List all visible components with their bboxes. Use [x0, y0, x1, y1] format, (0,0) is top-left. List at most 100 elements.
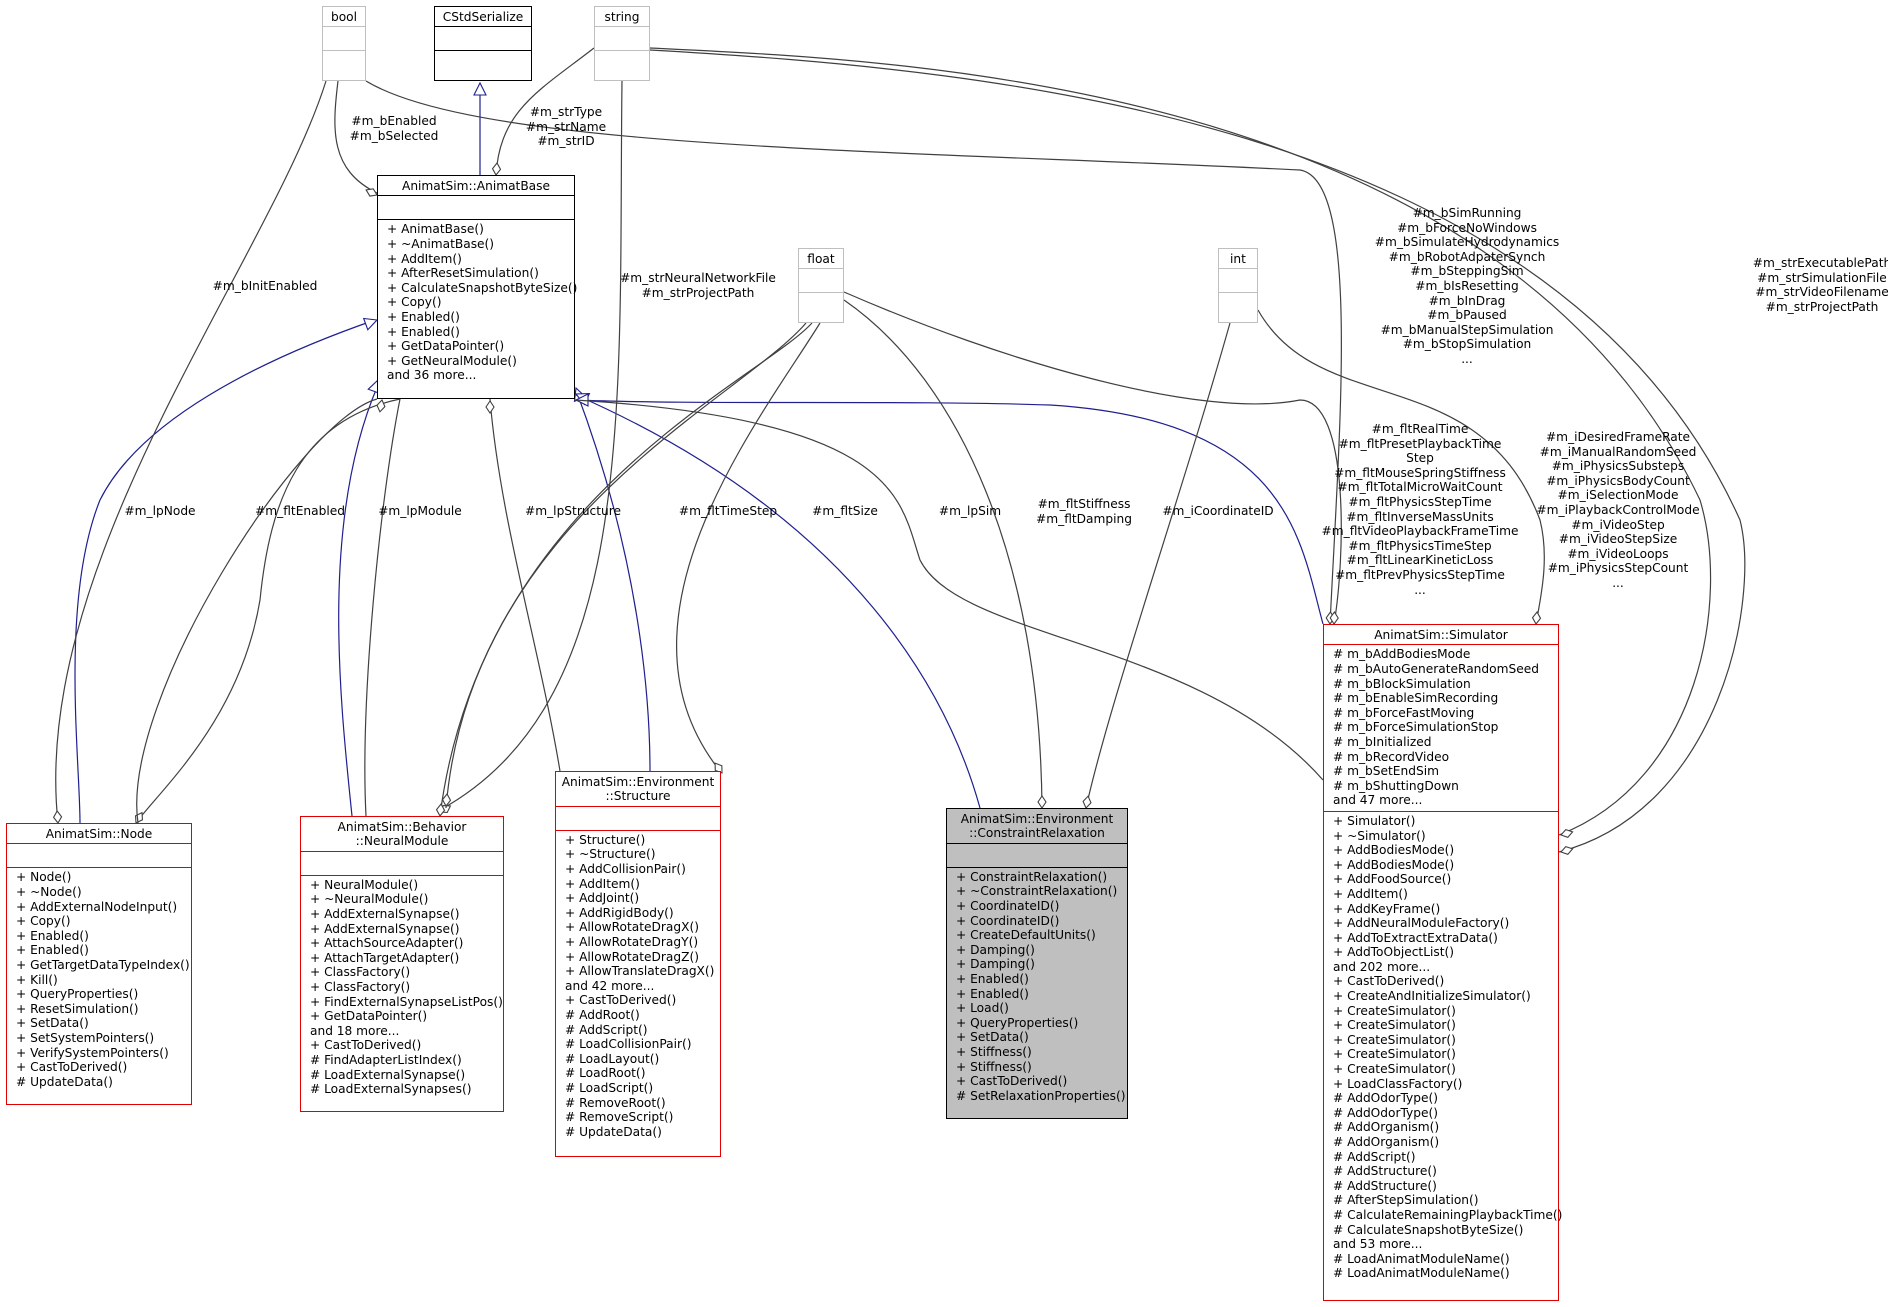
attribute-item: # m_bBlockSimulation: [1333, 676, 1471, 691]
edge-label-line: #m_fltSize: [812, 504, 878, 518]
class-box-int[interactable]: int: [1218, 248, 1258, 323]
methods-section: + Structure()+ ~Structure()+ AddCollisio…: [556, 829, 720, 1142]
method-item: + LoadClassFactory(): [1333, 1076, 1463, 1091]
method-item: # AddScript(): [565, 1022, 648, 1037]
class-title-line: ::Structure: [605, 789, 671, 804]
class-box-node[interactable]: AnimatSim::Node+ Node()+ ~Node()+ AddExt…: [6, 823, 192, 1105]
edge-label-line: #m_iVideoStep: [1571, 517, 1665, 532]
edge-label-line: #m_fltDamping: [1036, 511, 1132, 526]
edge-structure-lpstructure: [489, 398, 561, 772]
edge-label-line: #m_lpModule: [378, 504, 462, 518]
edge-label-line: #m_iSelectionMode: [1557, 488, 1679, 503]
edge-simulator-lpsim: [574, 399, 1324, 781]
edge-label-line: #m_iPlaybackControlMode: [1536, 502, 1700, 517]
edge-label-string_to_simulator: #m_strExecutablePath#m_strSimulationFile…: [1753, 256, 1888, 314]
edge-label-line: #m_fltTimeStep: [678, 504, 778, 518]
edge-label-line: #m_fltPhysicsTimeStep: [1348, 538, 1492, 553]
method-item: and 36 more...: [387, 368, 477, 383]
class-box-constraintrelaxation[interactable]: AnimatSim::Environment::ConstraintRelaxa…: [946, 808, 1128, 1119]
method-item: + ~ConstraintRelaxation(): [956, 884, 1118, 899]
attributes-section: [1219, 268, 1257, 292]
class-box-neuralmodule[interactable]: AnimatSim::Behavior::NeuralModule+ Neura…: [300, 816, 504, 1112]
method-item: # LoadRoot(): [565, 1066, 646, 1081]
method-item: + AddBodiesMode(): [1333, 843, 1455, 858]
methods-section: + Node()+ ~Node()+ AddExternalNodeInput(…: [7, 867, 191, 1092]
class-box-animatbase[interactable]: AnimatSim::AnimatBase+ AnimatBase()+ ~An…: [377, 175, 577, 399]
class-title: AnimatSim::Environment::ConstraintRelaxa…: [947, 809, 1127, 843]
attributes-section: [378, 195, 574, 219]
edge-label-line: #m_strSimulationFile: [1757, 270, 1887, 285]
method-item: + AllowTranslateDragX(): [565, 964, 715, 979]
method-item: + Structure(): [565, 832, 646, 847]
edge-label-line: #m_fltPhysicsStepTime: [1348, 494, 1492, 509]
method-item: + Enabled(): [956, 986, 1029, 1001]
attribute-item: # m_bAddBodiesMode: [1333, 647, 1471, 662]
method-item: + CreateSimulator(): [1333, 1047, 1456, 1062]
edge-label-line: #m_lpNode: [124, 504, 196, 518]
class-title: AnimatSim::Simulator: [1324, 625, 1558, 644]
aggregation-diamond: [52, 810, 63, 824]
attributes-section: [7, 843, 191, 867]
edge-label-line: #m_bIsResetting: [1415, 278, 1519, 293]
method-item: + Damping(): [956, 957, 1035, 972]
attributes-section: [595, 26, 649, 50]
edge-label-line: ...: [1414, 582, 1426, 597]
method-item: + AddItem(): [565, 876, 640, 891]
edge-simulator-inherits-animatbase: [575, 399, 1324, 625]
class-box-cstdserialize[interactable]: CStdSerialize: [434, 6, 532, 81]
method-item: + Simulator(): [1333, 813, 1416, 828]
attribute-item: # m_bEnableSimRecording: [1333, 691, 1499, 706]
method-item: # LoadAnimatModuleName(): [1333, 1251, 1510, 1266]
method-item: # AddOrganism(): [1333, 1135, 1440, 1149]
attribute-item: # m_bInitialized: [1333, 734, 1432, 749]
class-title: AnimatSim::Behavior::NeuralModule: [301, 817, 503, 851]
edge-label-line: #m_iVideoLoops: [1567, 546, 1669, 561]
aggregation-diamond: [485, 400, 495, 414]
method-item: + AfterResetSimulation(): [387, 266, 539, 281]
edge-label-line: #m_bPaused: [1427, 308, 1507, 323]
attributes-section: # m_bAddBodiesMode# m_bAutoGenerateRando…: [1324, 644, 1558, 811]
method-item: + AttachTargetAdapter(): [310, 950, 460, 965]
method-item: + AddKeyFrame(): [1333, 901, 1441, 916]
method-item: + CreateSimulator(): [1333, 1062, 1456, 1077]
edge-bool-to-simulator: [365, 80, 1342, 625]
edge-label-line: #m_iPhysicsStepCount: [1547, 561, 1689, 576]
method-item: + CastToDerived(): [565, 993, 677, 1008]
method-item: + AllowRotateDragY(): [565, 934, 699, 949]
edge-label-line: #m_strProjectPath: [641, 285, 755, 300]
edge-float-to-constraint: [843, 299, 1043, 809]
method-item: + ~Structure(): [565, 847, 656, 862]
edge-label-constraint_stiffness: #m_fltStiffness#m_fltDamping: [1036, 497, 1132, 526]
edge-label-line: #m_iDesiredFrameRate: [1545, 430, 1691, 444]
edge-bool-to-animatbase: [334, 80, 378, 194]
edge-label-line: #m_lpStructure: [525, 504, 621, 518]
class-box-float[interactable]: float: [798, 248, 844, 323]
method-item: # UpdateData(): [16, 1074, 113, 1089]
method-item: + VerifySystemPointers(): [16, 1045, 169, 1060]
edge-label-line: #m_strType: [529, 105, 603, 119]
edge-label-line: #m_bSimRunning: [1412, 206, 1522, 220]
method-item: + CoordinateID(): [956, 913, 1060, 928]
method-item: + CreateDefaultUnits(): [956, 928, 1096, 943]
class-box-string[interactable]: string: [594, 6, 650, 81]
edge-label-neuralmodule_lpmodule: #m_lpModule: [378, 504, 462, 519]
method-item: + AddBodiesMode(): [1333, 857, 1455, 872]
class-box-simulator[interactable]: AnimatSim::Simulator# m_bAddBodiesMode# …: [1323, 624, 1562, 1301]
class-box-bool[interactable]: bool: [322, 6, 366, 81]
methods-section: [435, 50, 531, 74]
aggregation-diamond: [1037, 795, 1047, 809]
class-title-line: AnimatSim::Environment: [561, 775, 715, 789]
edge-label-line: #m_bInitEnabled: [212, 279, 318, 293]
edge-label-line: #m_iManualRandomSeed: [1539, 444, 1697, 459]
method-item: # RemoveRoot(): [565, 1095, 666, 1110]
method-item: + CreateSimulator(): [1333, 1018, 1456, 1033]
class-box-structure[interactable]: AnimatSim::Environment::Structure+ Struc…: [555, 771, 721, 1157]
method-item: + CastToDerived(): [956, 1074, 1068, 1089]
edge-label-line: #m_fltPresetPlaybackTime: [1338, 436, 1502, 451]
methods-section: [799, 292, 843, 316]
method-item: + CreateSimulator(): [1333, 1003, 1456, 1018]
inheritance-arrow-head: [473, 81, 487, 96]
class-title: float: [799, 249, 843, 268]
method-item: + SetData(): [956, 1030, 1029, 1045]
